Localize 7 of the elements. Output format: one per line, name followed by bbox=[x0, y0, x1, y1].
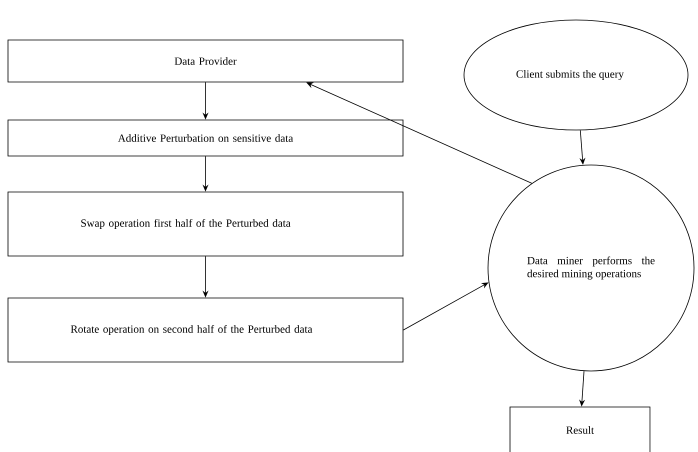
process-box: Additive Perturbation on sensitive data bbox=[8, 120, 404, 156]
process-box: Rotate operation on second half of the Perturbed data bbox=[8, 298, 404, 362]
process-box: Data Provider bbox=[8, 40, 404, 82]
process-box: Swap operation first half of the Perturbed data bbox=[8, 192, 404, 256]
ellipse-node: Client submits the query bbox=[464, 20, 688, 130]
ellipse-node: Data miner performs the desired mining operations bbox=[488, 164, 694, 372]
process-box: Result bbox=[510, 406, 650, 452]
